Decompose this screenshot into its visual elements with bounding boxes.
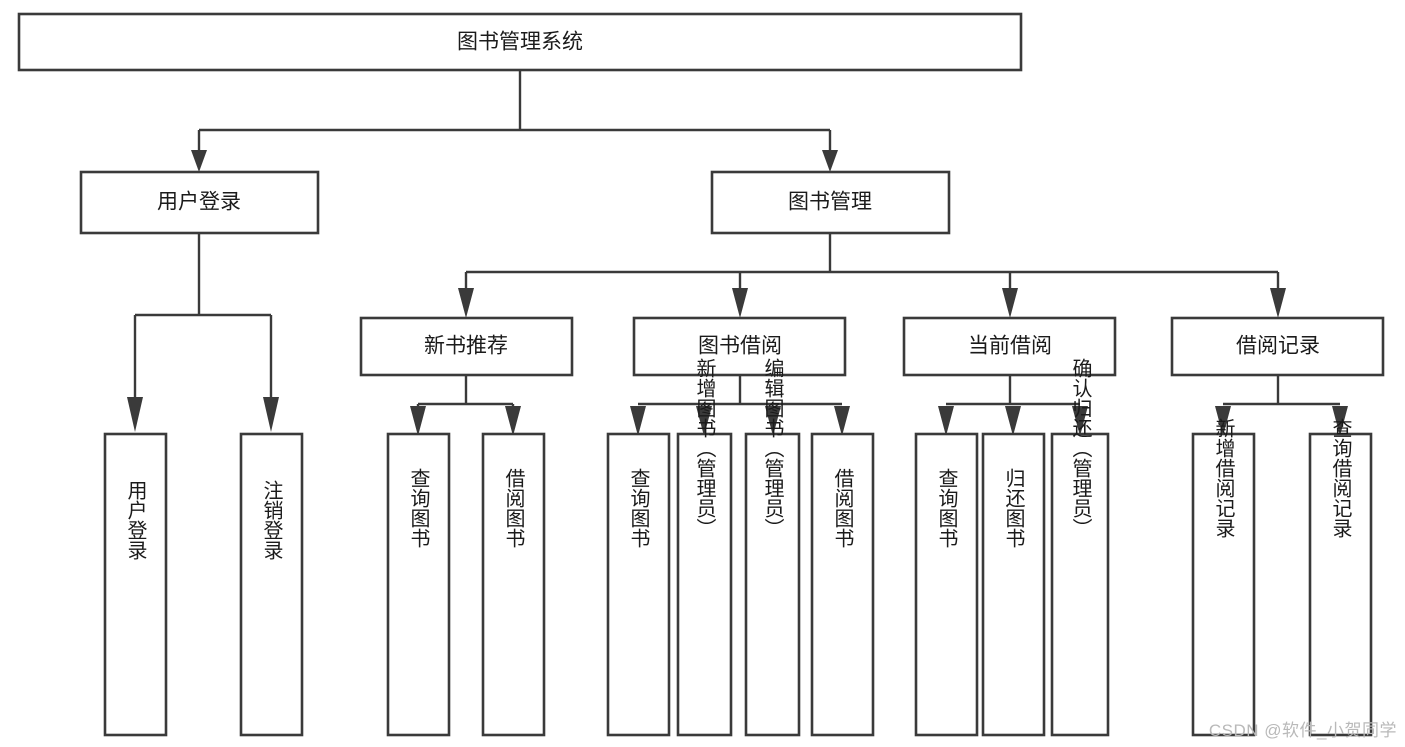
node-leaf-query-book-current-box[interactable] bbox=[914, 432, 979, 737]
node-new-book-recommend-label: 新书推荐 bbox=[424, 335, 508, 358]
node-leaf-borrow-book-newbook[interactable]: 借阅图书 bbox=[481, 432, 546, 737]
connector-group-current-borrow bbox=[938, 375, 1088, 436]
node-leaf-borrow-book-newbook-box[interactable] bbox=[481, 432, 546, 737]
node-leaf-add-borrow-record[interactable]: 新增借阅记录 bbox=[1191, 418, 1256, 737]
node-leaf-query-borrow-record-box[interactable] bbox=[1308, 432, 1373, 737]
node-new-book-recommend[interactable]: 新书推荐 bbox=[359, 316, 574, 377]
node-leaf-add-book-admin-label: 新增图书（管理员） bbox=[693, 358, 716, 538]
node-current-borrow-box[interactable] bbox=[902, 316, 1117, 377]
node-leaf-query-book-borrow-box[interactable] bbox=[606, 432, 671, 737]
node-leaf-borrow-book-borrow-box[interactable] bbox=[810, 432, 875, 737]
arrow-head-current-borrow bbox=[1002, 288, 1018, 318]
arrow-head-leaf-currentborrow-1 bbox=[938, 406, 954, 436]
node-user-login-label: 用户登录 bbox=[157, 191, 241, 214]
node-leaf-query-borrow-record[interactable]: 查询借阅记录 bbox=[1308, 418, 1373, 737]
node-leaf-query-book-newbook-label: 查询图书 bbox=[407, 468, 430, 548]
arrow-head-book-borrow bbox=[732, 288, 748, 318]
arrow-head-leaf-bookborrow-3 bbox=[765, 406, 781, 436]
node-book-borrow-label: 图书借阅 bbox=[698, 335, 782, 358]
node-leaf-borrow-book-newbook-label: 借阅图书 bbox=[502, 468, 525, 548]
arrow-head-leaf-bookborrow-2 bbox=[696, 406, 712, 436]
node-leaf-borrow-book-borrow[interactable]: 借阅图书 bbox=[810, 432, 875, 737]
node-leaf-add-book-admin-box[interactable] bbox=[676, 432, 733, 737]
node-book-borrow[interactable]: 图书借阅 bbox=[632, 316, 847, 377]
arrow-head-leaf-user-login-2 bbox=[263, 397, 279, 432]
arrow-head-leaf-user-login-1 bbox=[127, 397, 143, 432]
node-root-system-box[interactable] bbox=[17, 12, 1023, 72]
node-current-borrow[interactable]: 当前借阅 bbox=[902, 316, 1117, 377]
node-book-borrow-box[interactable] bbox=[632, 316, 847, 377]
node-user-login-box[interactable] bbox=[79, 170, 320, 235]
connector-group-borrow-record bbox=[1215, 375, 1348, 436]
node-leaf-edit-book-admin-label: 编辑图书（管理员） bbox=[761, 358, 784, 538]
node-book-management[interactable]: 图书管理 bbox=[710, 170, 951, 235]
node-root-system-label: 图书管理系统 bbox=[457, 31, 583, 54]
arrow-head-leaf-borrowrecord-2 bbox=[1332, 406, 1348, 436]
node-user-login[interactable]: 用户登录 bbox=[79, 170, 320, 235]
node-leaf-add-borrow-record-box[interactable] bbox=[1191, 432, 1256, 737]
arrow-head-leaf-newbook-2 bbox=[505, 406, 521, 436]
node-leaf-return-book[interactable]: 归还图书 bbox=[981, 432, 1046, 737]
node-current-borrow-label: 当前借阅 bbox=[968, 335, 1052, 358]
node-leaf-query-book-borrow-label: 查询图书 bbox=[627, 468, 650, 548]
node-borrow-record[interactable]: 借阅记录 bbox=[1170, 316, 1385, 377]
arrow-head-user-login bbox=[191, 150, 207, 172]
node-borrow-record-box[interactable] bbox=[1170, 316, 1385, 377]
node-leaf-edit-book-admin[interactable]: 编辑图书（管理员） bbox=[744, 358, 801, 737]
node-leaf-query-book-current[interactable]: 查询图书 bbox=[914, 432, 979, 737]
csdn-watermark: CSDN @软件_小贺同学 bbox=[1208, 721, 1397, 740]
arrow-head-leaf-currentborrow-2 bbox=[1005, 406, 1021, 436]
arrow-head-leaf-newbook-1 bbox=[410, 406, 426, 436]
connector-group-new-book bbox=[410, 375, 521, 436]
arrow-head-leaf-borrowrecord-1 bbox=[1215, 406, 1231, 436]
connector-group-user-login bbox=[127, 233, 279, 432]
node-leaf-return-book-box[interactable] bbox=[981, 432, 1046, 737]
node-leaf-logout-box[interactable] bbox=[239, 432, 304, 737]
node-borrow-record-label: 借阅记录 bbox=[1236, 335, 1320, 358]
node-leaf-user-login[interactable]: 用户登录 bbox=[103, 432, 168, 737]
node-leaf-confirm-return-admin[interactable]: 确认归还（管理员） bbox=[1050, 358, 1110, 737]
connector-group-book-borrow bbox=[630, 375, 850, 436]
node-leaf-logout[interactable]: 注销登录 bbox=[239, 432, 304, 737]
arrow-head-leaf-currentborrow-3 bbox=[1072, 406, 1088, 436]
node-book-management-box[interactable] bbox=[710, 170, 951, 235]
connector-group-root bbox=[191, 70, 838, 172]
arrow-head-new-book bbox=[458, 288, 474, 318]
node-leaf-logout-label: 注销登录 bbox=[260, 480, 283, 560]
arrow-head-book-manage bbox=[822, 150, 838, 172]
arrow-head-leaf-bookborrow-1 bbox=[630, 406, 646, 436]
node-leaf-return-book-label: 归还图书 bbox=[1002, 468, 1025, 548]
node-leaf-query-book-newbook-box[interactable] bbox=[386, 432, 451, 737]
node-new-book-recommend-box[interactable] bbox=[359, 316, 574, 377]
node-leaf-add-book-admin[interactable]: 新增图书（管理员） bbox=[676, 358, 733, 737]
node-leaf-confirm-return-admin-label: 确认归还（管理员） bbox=[1069, 358, 1092, 538]
arrow-head-leaf-bookborrow-4 bbox=[834, 406, 850, 436]
node-leaf-query-book-current-label: 查询图书 bbox=[935, 468, 958, 548]
node-leaf-borrow-book-borrow-label: 借阅图书 bbox=[831, 468, 854, 548]
node-book-management-label: 图书管理 bbox=[788, 191, 872, 214]
node-leaf-user-login-label: 用户登录 bbox=[124, 480, 147, 560]
node-leaf-add-borrow-record-label: 新增借阅记录 bbox=[1212, 418, 1235, 538]
node-leaf-query-borrow-record-label: 查询借阅记录 bbox=[1329, 418, 1352, 538]
connector-group-book-manage bbox=[458, 233, 1286, 318]
node-leaf-edit-book-admin-box[interactable] bbox=[744, 432, 801, 737]
node-leaf-query-book-newbook[interactable]: 查询图书 bbox=[386, 432, 451, 737]
arrow-head-borrow-record bbox=[1270, 288, 1286, 318]
node-leaf-user-login-box[interactable] bbox=[103, 432, 168, 737]
node-root-system[interactable]: 图书管理系统 bbox=[17, 12, 1023, 72]
node-leaf-query-book-borrow[interactable]: 查询图书 bbox=[606, 432, 671, 737]
node-leaf-confirm-return-admin-box[interactable] bbox=[1050, 432, 1110, 737]
